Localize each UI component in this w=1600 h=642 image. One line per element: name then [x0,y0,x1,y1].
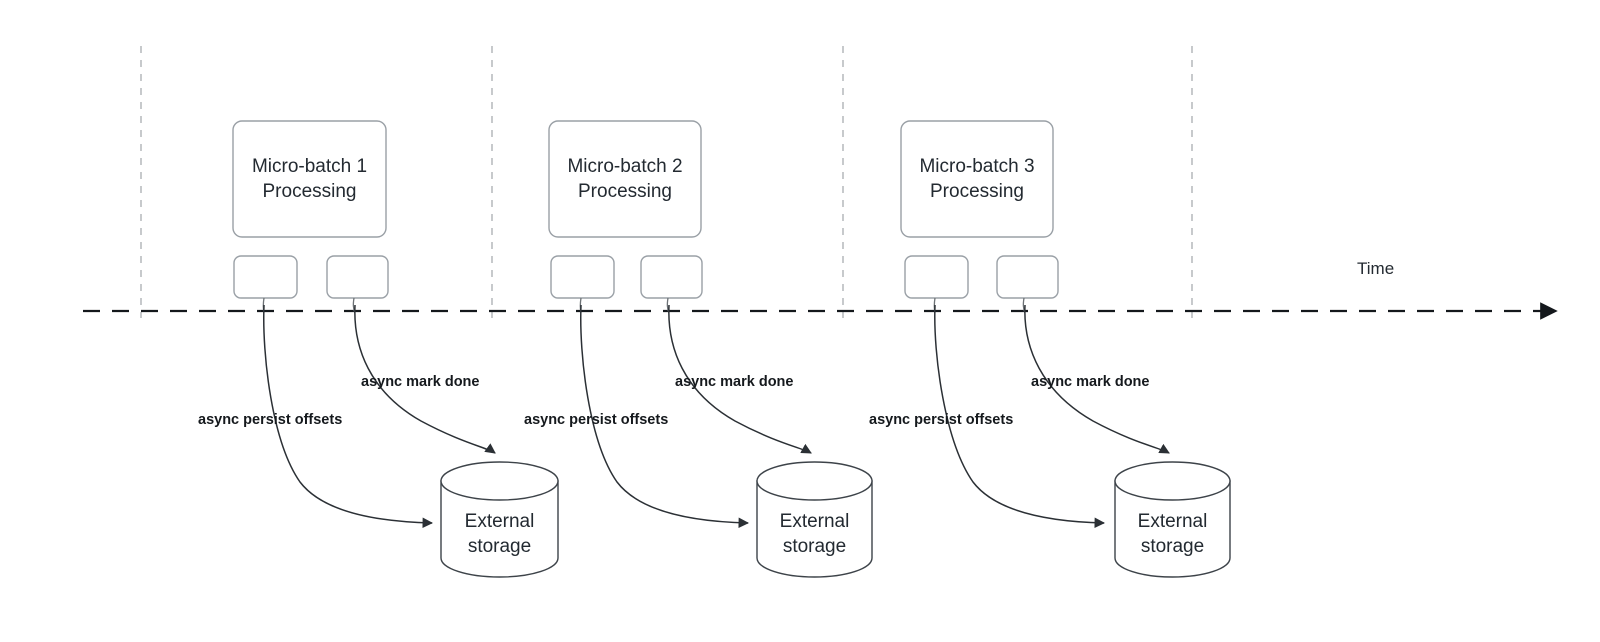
external-storage-label-1-line1: External [465,511,535,532]
task-box-2b[interactable] [640,255,703,299]
group-2: Micro-batch 2 Processing async mark done… [524,120,873,578]
group-3: Micro-batch 3 Processing async mark done… [869,120,1231,578]
async-persist-offsets-label-2: async persist offsets [524,412,668,428]
external-storage-label-3-line1: External [1138,511,1208,532]
async-persist-offsets-label-3: async persist offsets [869,412,1013,428]
async-mark-done-curve-1 [354,304,496,454]
micro-batch-1-box[interactable] [232,120,387,238]
external-storage-label-2-line2: storage [783,536,846,557]
external-storage-cylinder-1[interactable] [440,461,559,578]
micro-batch-1-label-line2: Processing [263,181,357,202]
async-mark-done-curve-3 [1024,304,1170,454]
micro-batch-3-box[interactable] [900,120,1054,238]
micro-batch-3-label-line1: Micro-batch 3 [919,156,1034,177]
micro-batch-1-label-line1: Micro-batch 1 [252,156,367,177]
micro-batch-2-label-line1: Micro-batch 2 [567,156,682,177]
task-box-3b[interactable] [996,255,1059,299]
external-storage-label-1-line2: storage [468,536,531,557]
external-storage-cylinder-2[interactable] [756,461,873,578]
micro-batch-2-box[interactable] [548,120,702,238]
async-mark-done-label-1: async mark done [361,374,479,390]
task-box-1b[interactable] [326,255,389,299]
async-persist-offsets-curve-1 [263,304,434,529]
async-persist-offsets-curve-3 [934,304,1106,529]
external-storage-label-3-line2: storage [1141,536,1204,557]
micro-batch-3-label-line2: Processing [930,181,1024,202]
async-mark-done-curve-2 [668,304,812,454]
external-storage-cylinder-3[interactable] [1114,461,1231,578]
divider-group [140,46,1193,318]
async-mark-done-label-2: async mark done [675,374,793,390]
task-box-3a[interactable] [904,255,969,299]
time-axis-label: Time [1357,259,1394,278]
async-persist-offsets-curve-2 [580,304,750,529]
async-mark-done-label-3: async mark done [1031,374,1149,390]
task-box-1a[interactable] [233,255,298,299]
group-1: Micro-batch 1 Processing async mark done… [198,120,559,578]
external-storage-label-2-line1: External [780,511,850,532]
task-box-2a[interactable] [550,255,615,299]
micro-batch-2-label-line2: Processing [578,181,672,202]
async-persist-offsets-label-1: async persist offsets [198,412,342,428]
